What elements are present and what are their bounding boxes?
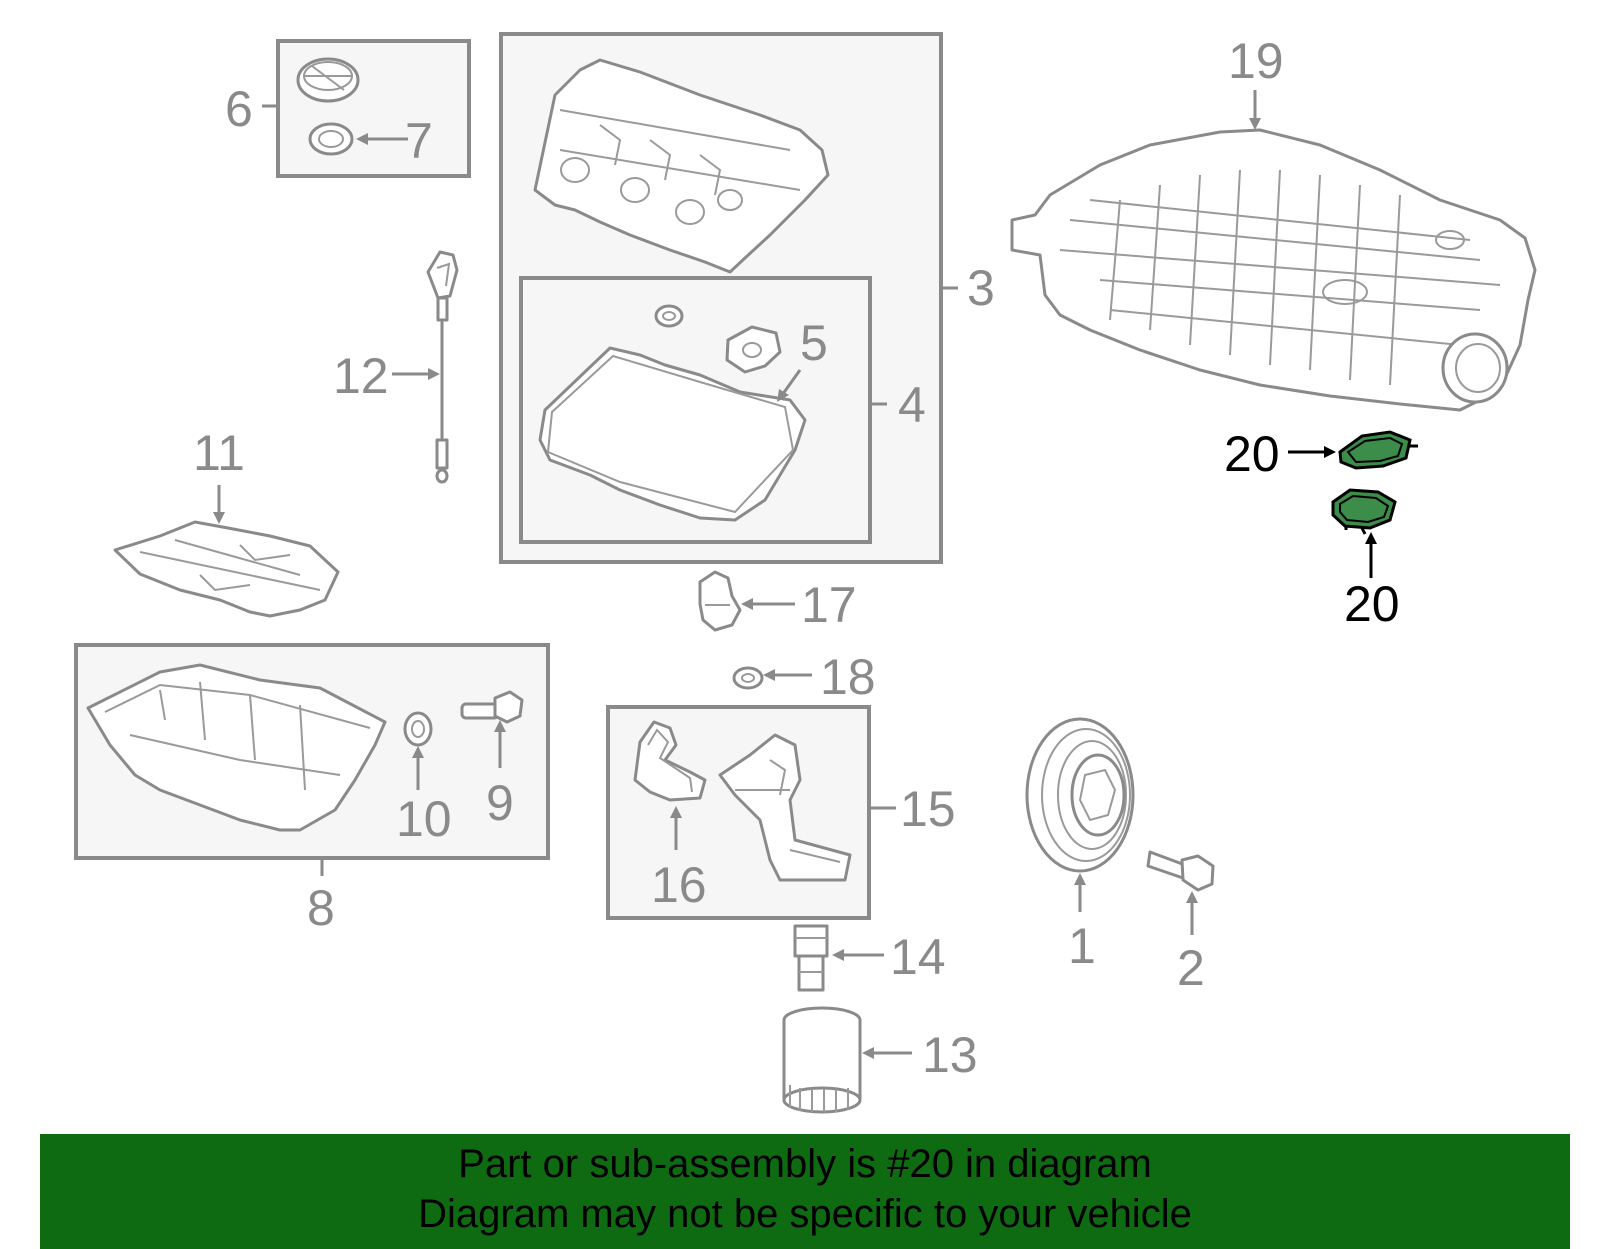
callout-1: 1 [1068,918,1096,974]
pressure-switch-part [698,570,742,632]
oil-filler-cap-part [296,57,360,103]
oil-filter-part [782,1006,862,1114]
callout-16: 16 [651,857,707,913]
callout-20-lower: 20 [1344,576,1400,632]
intake-manifold-part [1010,128,1537,412]
callout-11: 11 [193,425,245,481]
parts-diagram: 6 7 3 5 4 12 11 19 20 20 17 18 10 9 8 15… [74,32,1537,1114]
callout-19: 19 [1228,33,1284,89]
callout-13: 13 [922,1027,978,1083]
callout-20-upper: 20 [1224,426,1280,482]
box-oil-cap [276,39,471,178]
filter-nipple-part [793,924,829,992]
callout-7: 7 [405,113,433,169]
intake-gasket-upper-part [1338,430,1418,470]
banner-line-2: Diagram may not be specific to your vehi… [418,1192,1192,1236]
switch-washer-part [732,666,764,690]
part-info-banner: Part or sub-assembly is #20 in diagram D… [40,1134,1570,1249]
callout-5: 5 [800,315,828,371]
drain-washer-part [403,711,433,747]
dipstick-part [426,250,459,484]
cover-gasket-part [538,304,807,522]
head-cover-part [533,58,830,274]
strainer-gasket-part [633,720,707,802]
callout-4: 4 [898,377,926,433]
leader-lines [213,90,1377,1059]
pulley-bolt-part [1146,850,1215,892]
drain-bolt-part [460,690,524,724]
oil-pan-part [86,663,387,832]
intake-gasket-lower-part [1331,488,1397,535]
banner-line-1: Part or sub-assembly is #20 in diagram [458,1142,1152,1186]
callout-12: 12 [333,348,389,404]
callout-15: 15 [900,781,956,837]
crankshaft-pulley-part [1025,717,1135,873]
callout-17: 17 [801,577,857,633]
callout-9: 9 [486,775,514,831]
callout-8: 8 [307,880,335,936]
callout-10: 10 [396,791,452,847]
baffle-plate-part [113,520,340,618]
callout-18: 18 [820,649,876,705]
callout-6: 6 [225,81,253,137]
callout-3: 3 [967,260,995,316]
callout-14: 14 [890,929,946,985]
cap-oring-part [308,122,354,156]
callout-2: 2 [1177,940,1205,996]
callout-labels: 6 7 3 5 4 12 11 19 20 20 17 18 10 9 8 15… [193,33,1400,1083]
oil-strainer-part [718,733,852,882]
